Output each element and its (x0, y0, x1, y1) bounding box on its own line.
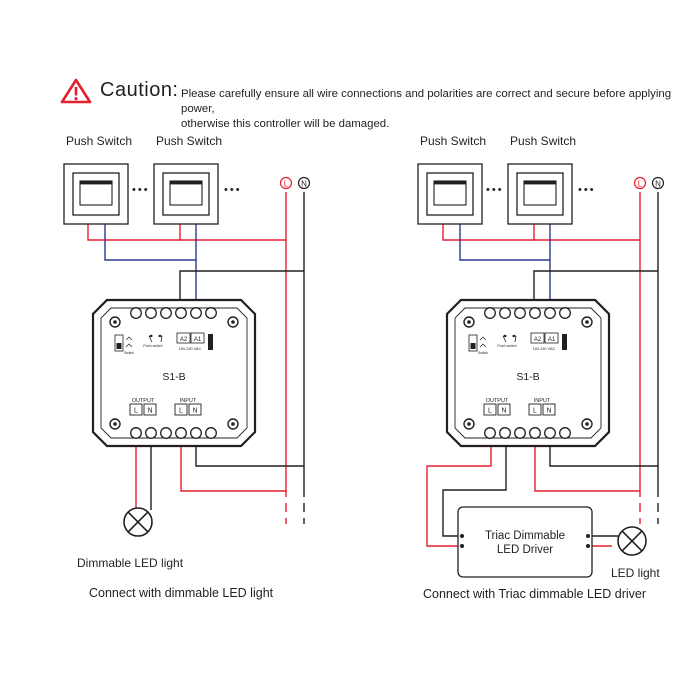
right-L-marker-text: L (638, 180, 643, 189)
left-push-switch-1 (63, 163, 129, 225)
left-N-to-device-top (179, 270, 304, 300)
driver-label-line-2: LED Driver (497, 544, 553, 556)
left-N-marker-text: N (301, 180, 307, 189)
left-output-L: L (134, 408, 138, 415)
left-voltage-label: 100-240 VAC (179, 347, 202, 351)
right-output-N-to-driver (442, 446, 507, 537)
left-push-switch-2 (153, 163, 219, 225)
warning-icon (60, 78, 92, 104)
left-N-marker (297, 176, 311, 190)
right-s1b-controller: S1-B OUTPUT INPUT L N L N A2 A1 100-240 … (445, 298, 611, 448)
left-a2-label: A2 (180, 337, 188, 343)
left-caption: Connect with dimmable LED light (89, 586, 274, 600)
right-input-L: L (533, 408, 537, 415)
right-N-marker-text: N (655, 180, 661, 189)
left-dimmable-led-light (123, 507, 153, 537)
right-push-switch-2-label: Push Switch (510, 134, 576, 148)
right-output-N: N (501, 408, 506, 415)
right-input-label: INPUT (534, 398, 551, 404)
caution-title: Caution: (100, 79, 179, 101)
left-device-model: S1-B (162, 371, 185, 383)
left-s1b-controller: S1-B OUTPUT INPUT L N L N A2 A1 100-240 … (91, 298, 257, 448)
left-load-label: Dimmable LED light (77, 556, 184, 570)
right-N-to-device-top (533, 270, 658, 300)
caution-line-2: otherwise this controller will be damage… (181, 118, 390, 130)
right-output-L: L (488, 408, 492, 415)
driver-output-l-dot (586, 544, 590, 548)
right-input-N-wire (549, 446, 658, 467)
left-input-N-wire (195, 446, 304, 467)
right-continuation-dots-1: ••• (486, 184, 504, 196)
right-a1-label: A1 (548, 337, 556, 343)
right-led-light (617, 526, 647, 556)
right-switch-red-link (442, 221, 535, 241)
left-input-L-wire (180, 446, 286, 492)
triac-dimmable-led-driver (457, 506, 593, 578)
left-push-switch-2-label: Push Switch (156, 134, 222, 148)
driver-input-n-dot (460, 534, 464, 538)
right-output-label: OUTPUT (486, 398, 509, 404)
right-N-marker (651, 176, 665, 190)
right-push-switch-1-label: Push Switch (420, 134, 486, 148)
driver-label-line-1: Triac Dimmable (485, 530, 565, 542)
right-input-L-wire (534, 446, 640, 492)
left-L-marker (279, 176, 293, 190)
right-device-model: S1-B (516, 371, 539, 383)
left-output-label: OUTPUT (132, 398, 155, 404)
right-input-N: N (546, 408, 551, 415)
caution-message: Please carefully ensure all wire connect… (181, 87, 690, 132)
right-output-L-to-driver (426, 446, 492, 547)
left-mode-text: Switch (124, 351, 134, 355)
left-input-L: L (179, 408, 183, 415)
left-continuation-dots-1: ••• (132, 184, 150, 196)
right-a2-label: A2 (534, 337, 542, 343)
right-switch-text: Push switch (497, 344, 516, 348)
right-mode-text: Switch (478, 351, 488, 355)
left-switch-blue-link (104, 221, 197, 261)
right-caption: Connect with Triac dimmable LED driver (423, 587, 646, 601)
left-switch-red-link (87, 221, 181, 241)
driver-input-l-dot (460, 544, 464, 548)
right-push-switch-2 (507, 163, 573, 225)
right-push-switch-1 (417, 163, 483, 225)
driver-output-n-dot (586, 534, 590, 538)
right-continuation-dots-2: ••• (578, 184, 596, 196)
right-diagram: Push Switch Push Switch ••• ••• L N S1-B… (417, 134, 665, 601)
left-diagram: Push Switch Push Switch ••• ••• L N S1-B… (63, 134, 311, 600)
left-switch-text: Push switch (143, 344, 162, 348)
left-L-marker-text: L (284, 180, 289, 189)
left-a1-label: A1 (194, 337, 202, 343)
caution-line-1: Please carefully ensure all wire connect… (181, 88, 672, 115)
left-push-switch-1-label: Push Switch (66, 134, 132, 148)
left-input-N: N (192, 408, 197, 415)
left-continuation-dots-2: ••• (224, 184, 242, 196)
right-L-marker (633, 176, 647, 190)
left-input-label: INPUT (180, 398, 197, 404)
right-voltage-label: 100-240 VAC (533, 347, 556, 351)
left-output-N: N (147, 408, 152, 415)
right-switch-blue-link (459, 221, 551, 261)
right-load-label: LED light (611, 566, 660, 580)
